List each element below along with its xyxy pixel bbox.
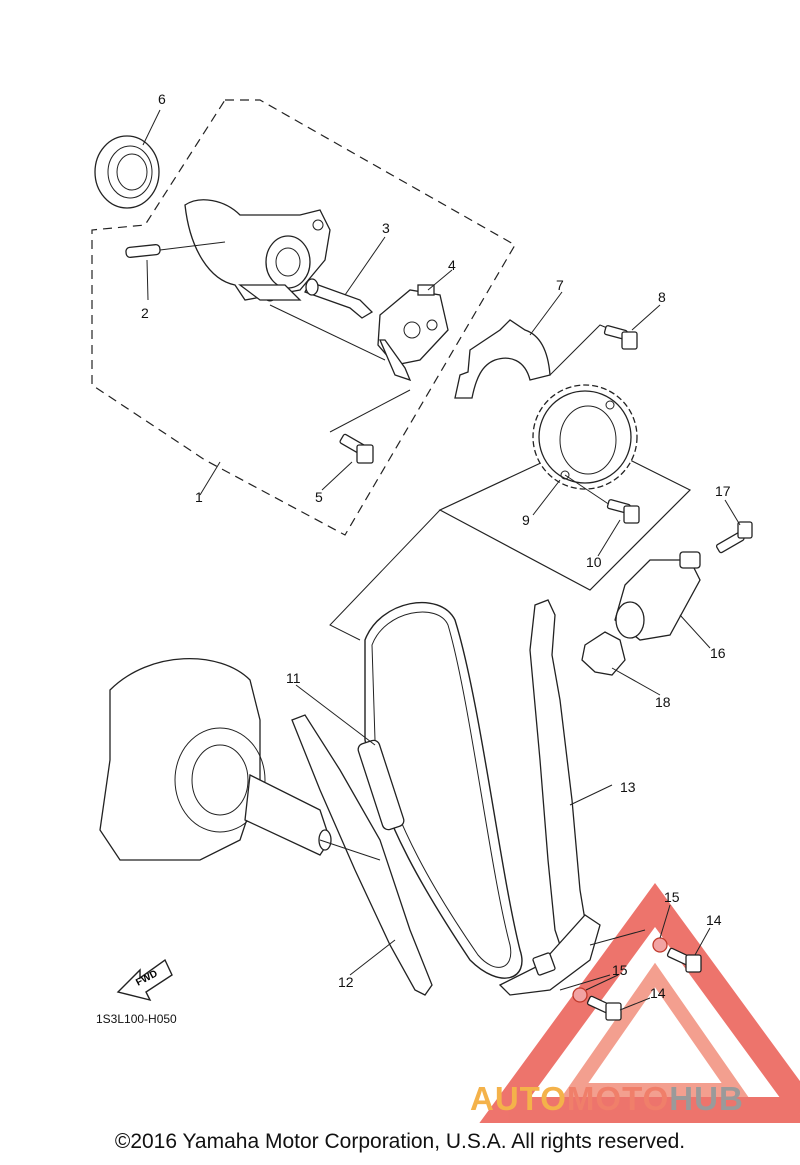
camshaft-part [184,199,331,302]
callout-2: 2 [141,305,149,321]
watermark-logo: AUTOMOTOHUB [470,1080,744,1118]
timing-chain-part [364,601,523,979]
washer-part [572,987,588,1003]
camshaft-bracket-part [379,339,412,382]
callout-6: 6 [158,91,166,107]
watermark-part-3: HUB [669,1080,744,1117]
bolt-part [603,325,638,350]
callout-14: 14 [706,912,722,928]
chain-guide-part [529,599,586,946]
decompressor-lever-part [377,284,449,366]
callout-3: 3 [382,220,390,236]
callout-13: 13 [620,779,636,795]
callout-11: 11 [286,670,301,686]
chain-links-part [357,739,405,831]
chain-guide-plate-part [454,319,551,399]
watermark-part-1: AUTO [470,1080,567,1117]
callout-1: 1 [195,489,203,505]
callout-9: 9 [522,512,530,528]
callout-7: 7 [556,277,564,293]
chain-damper-part [291,714,433,996]
watermark-part-2: MOTO [566,1080,670,1117]
callout-4: 4 [448,257,456,273]
chain-tensioner-part [614,551,701,641]
diagram-code: 1S3L100-H050 [96,1012,177,1026]
pin-part [125,243,161,259]
watermark-triangle-icon [479,882,800,1123]
callout-14b: 14 [650,985,666,1001]
callout-10: 10 [586,554,602,570]
callout-16: 16 [710,645,726,661]
bolt-part [586,995,622,1021]
tensioner-bolt-part [715,521,753,554]
callout-18: 18 [655,694,671,710]
bolt-part [606,499,640,524]
callout-8: 8 [658,289,666,305]
chain-group-leader [329,509,441,641]
cam-sprocket-part [532,384,638,490]
callout-17: 17 [715,483,731,499]
copyright-notice: ©2016 Yamaha Motor Corporation, U.S.A. A… [114,1130,686,1153]
washer-part [652,937,668,953]
callout-15b: 15 [612,962,628,978]
decompressor-shaft-part [304,278,374,319]
callout-5: 5 [315,489,323,505]
crankcase-part [99,657,332,861]
callout-15: 15 [664,889,680,905]
callout-12: 12 [338,974,354,990]
fwd-arrow-icon: FWD [116,958,173,1002]
tensioner-gasket-part [581,631,626,676]
bolt-part [339,433,374,464]
bearing-part [94,135,160,209]
bolt-part [666,947,702,973]
